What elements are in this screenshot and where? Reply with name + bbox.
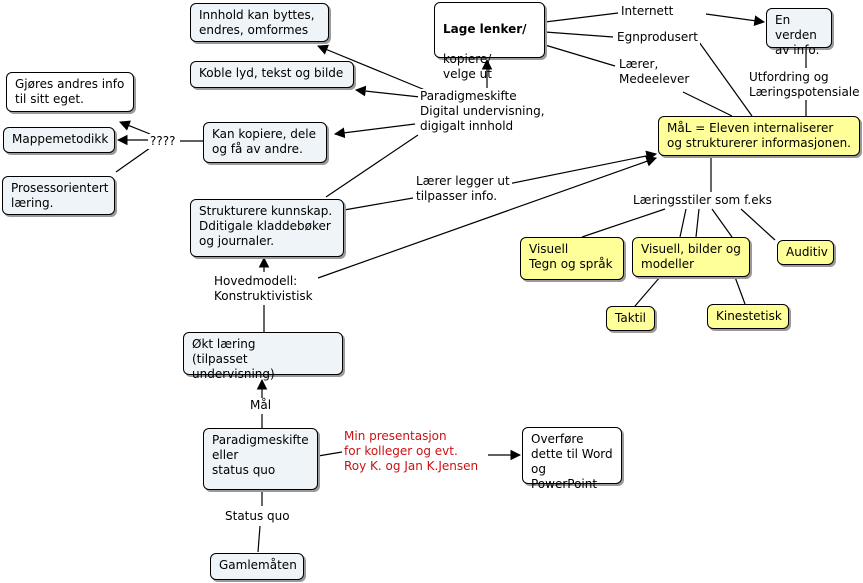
label-paradigme-digital: Paradigmeskifte Digital undervisning, di… xyxy=(418,89,547,134)
link-laerer-legger-to-maal xyxy=(502,150,658,186)
label-laerer-medeelever: Lærer, Medeelever xyxy=(617,57,692,87)
link-question-to-gjores xyxy=(118,120,151,135)
label-status-quo: Status quo xyxy=(223,509,292,524)
node-innhold-kan-byttes[interactable]: Innhold kan byttes, endres, omformes xyxy=(190,3,329,42)
node-visuell-bilder[interactable]: Visuell, bilder og modeller xyxy=(632,237,750,277)
node-okt-laering[interactable]: Økt læring (tilpasset undervisning) xyxy=(183,332,343,381)
node-strukturere[interactable]: Strukturere kunnskap. Dditigale kladdebø… xyxy=(190,199,344,257)
label-laeringsstiler: Læringsstiler som f.eks xyxy=(631,193,774,208)
link-question-to-prosess xyxy=(115,147,151,173)
node-koble-lyd[interactable]: Koble lyd, tekst og bilde xyxy=(190,61,354,88)
link-lage-to-internett xyxy=(544,12,619,23)
node-auditiv[interactable]: Auditiv xyxy=(777,240,834,265)
label-presentasjon: Min presentasjon for kolleger og evt. Ro… xyxy=(342,429,481,474)
link-egnprodusert-to-maal xyxy=(698,41,753,117)
label-laerer-legger: Lærer legger ut tilpasser info. xyxy=(414,174,512,204)
node-lage-lenker-text: kopiere/ velge ut xyxy=(443,52,492,81)
link-internett-to-verden xyxy=(705,13,766,27)
node-kan-kopiere[interactable]: Kan kopiere, dele og få av andre. xyxy=(203,122,327,163)
node-lage-lenker-title: Lage lenker/ xyxy=(443,22,527,36)
link-digital-to-innhold xyxy=(317,44,426,91)
link-stiler-to-visuell xyxy=(581,208,666,238)
link-stiler-to-visuell-bilder2 xyxy=(695,208,700,238)
link-digital-to-kopiere xyxy=(333,123,416,139)
node-kinestetisk[interactable]: Kinestetisk xyxy=(707,304,789,329)
link-strukturere-to-laerer-legger xyxy=(343,197,414,211)
link-hovedmodell-to-maal xyxy=(317,156,658,279)
label-internett: Internett xyxy=(619,4,676,19)
label-hovedmodell: Hovedmodell: Konstruktivistisk xyxy=(212,274,315,304)
node-overfore[interactable]: Overføre dette til Word og PowerPoint xyxy=(522,427,622,491)
link-stiler-to-visuell-bilder xyxy=(679,208,687,238)
label-utfordring: Utfordring og Læringspotensiale xyxy=(747,70,862,100)
link-stiler-to-auditiv xyxy=(740,208,776,241)
link-digital-to-koble xyxy=(354,85,421,98)
link-paradigme-to-presentasjon xyxy=(317,451,343,457)
link-status-quo-to-gamle xyxy=(257,525,261,553)
link-lage-to-egnprodusert xyxy=(544,31,614,38)
node-en-verden[interactable]: En verden av info. xyxy=(766,8,832,57)
link-digital-to-strukturere xyxy=(325,134,419,198)
label-egnprodusert: Egnprodusert xyxy=(615,30,700,45)
node-gjores-andres-info[interactable]: Gjøres andres info til sitt eget. xyxy=(6,72,134,112)
node-taktil[interactable]: Taktil xyxy=(606,306,655,331)
link-laerer-to-maal xyxy=(682,91,733,117)
node-gamlemaaten[interactable]: Gamlemåten xyxy=(210,553,304,580)
label-maal: Mål xyxy=(248,398,274,413)
label-question: ???? xyxy=(148,134,178,149)
link-vbilder-to-taktil xyxy=(634,276,661,307)
node-visuell-tegn[interactable]: Visuell Tegn og språk xyxy=(520,237,624,280)
link-stiler-to-auditiv-cont xyxy=(711,208,733,238)
link-lage-to-laerer xyxy=(544,44,616,67)
node-maal[interactable]: MåL = Eleven internaliserer og strukture… xyxy=(658,116,860,156)
node-lage-lenker[interactable]: Lage lenker/ kopiere/ velge ut xyxy=(434,2,545,81)
node-prosessorientert[interactable]: Prosessorientert læring. xyxy=(2,176,115,215)
node-mappemetodikk[interactable]: Mappemetodikk xyxy=(3,127,115,153)
link-vbilder-to-kinestetisk xyxy=(734,276,746,305)
node-paradigme-status[interactable]: Paradigmeskifte eller status quo xyxy=(203,428,318,490)
